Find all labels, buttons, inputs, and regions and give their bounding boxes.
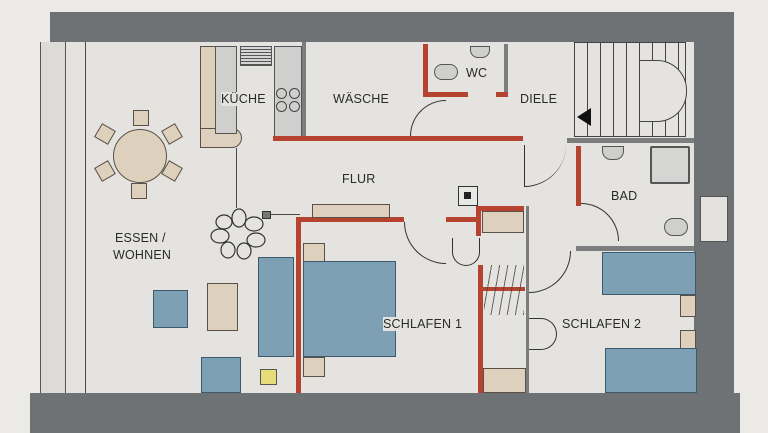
bad-wall-bottom xyxy=(576,246,694,251)
nightstand xyxy=(303,357,325,377)
exterior-wall-bottom xyxy=(30,393,740,433)
bad-toilet-icon xyxy=(664,218,688,236)
burner-icon xyxy=(276,101,287,112)
fuse-box-icon xyxy=(458,186,478,206)
label-bad: BAD xyxy=(611,189,638,203)
closet-wall-top xyxy=(446,217,480,222)
nightstand xyxy=(680,330,696,350)
flur-cabinet xyxy=(312,204,390,218)
stair-wall-bottom xyxy=(567,138,694,143)
label-diele: DIELE xyxy=(520,92,558,106)
wc-wall-right xyxy=(504,44,508,96)
label-essen-wohnen-1: ESSEN / xyxy=(115,231,166,245)
stair-arrow-icon xyxy=(577,108,591,126)
kitchen-counter-grey xyxy=(215,46,237,134)
stool xyxy=(260,369,277,385)
armchair xyxy=(153,290,188,328)
label-kueche: KÜCHE xyxy=(221,92,266,106)
closet-wall-left xyxy=(476,206,481,236)
label-schlafen-2: SCHLAFEN 2 xyxy=(562,317,642,331)
schlafen1-wall-top xyxy=(296,217,404,222)
window-right xyxy=(700,196,728,242)
partition-line xyxy=(268,214,300,215)
door-schlafen-2-side[interactable] xyxy=(529,318,557,350)
double-bed xyxy=(303,261,396,357)
nightstand xyxy=(680,295,696,317)
door-closet[interactable] xyxy=(452,238,480,266)
closet-hangers xyxy=(484,265,524,315)
schlafen1-wall-left xyxy=(296,218,301,393)
chair xyxy=(133,110,149,126)
exterior-wall-top xyxy=(50,12,720,42)
bad-wall-left xyxy=(576,146,581,206)
kitchen-open-line xyxy=(236,148,237,208)
socket-icon xyxy=(262,211,271,219)
nightstand xyxy=(303,243,325,263)
closet-wall-top2 xyxy=(476,206,524,211)
label-waesche: WÄSCHE xyxy=(333,92,390,106)
label-essen-wohnen-2: WOHNEN xyxy=(113,248,172,262)
armchair xyxy=(201,357,241,393)
wc-toilet-icon xyxy=(434,64,458,80)
burner-icon xyxy=(289,88,300,99)
coffee-table xyxy=(207,283,238,331)
wc-basin-icon xyxy=(470,46,490,58)
sink-icon xyxy=(240,46,272,66)
bad-basin-icon xyxy=(602,146,624,160)
dining-table xyxy=(113,129,167,183)
stove-icon xyxy=(276,88,300,112)
bad-shower-icon xyxy=(650,146,690,184)
corridor-wall-right xyxy=(526,206,529,393)
closet-bottom-shelf xyxy=(483,368,526,393)
burner-icon xyxy=(276,88,287,99)
window-strip-left xyxy=(40,42,66,393)
burner-icon xyxy=(289,101,300,112)
wc-wall-bottom xyxy=(423,92,468,97)
single-bed xyxy=(602,252,696,295)
closet-shelf xyxy=(482,211,524,233)
wc-wall-stub xyxy=(496,92,508,97)
fuse-box-glyph xyxy=(464,192,471,199)
chair xyxy=(131,183,147,199)
waesche-wall-bottom xyxy=(273,136,523,141)
sofa xyxy=(258,257,294,357)
closet-wall-vertical xyxy=(478,265,483,393)
kitchen-wall xyxy=(302,42,306,138)
label-flur: FLUR xyxy=(342,172,376,186)
window-line xyxy=(85,42,86,393)
label-wc: WC xyxy=(466,66,488,80)
label-schlafen-1: SCHLAFEN 1 xyxy=(383,317,463,331)
plant-icon xyxy=(210,208,268,260)
wc-wall-left xyxy=(423,44,428,96)
single-bed xyxy=(605,348,697,393)
